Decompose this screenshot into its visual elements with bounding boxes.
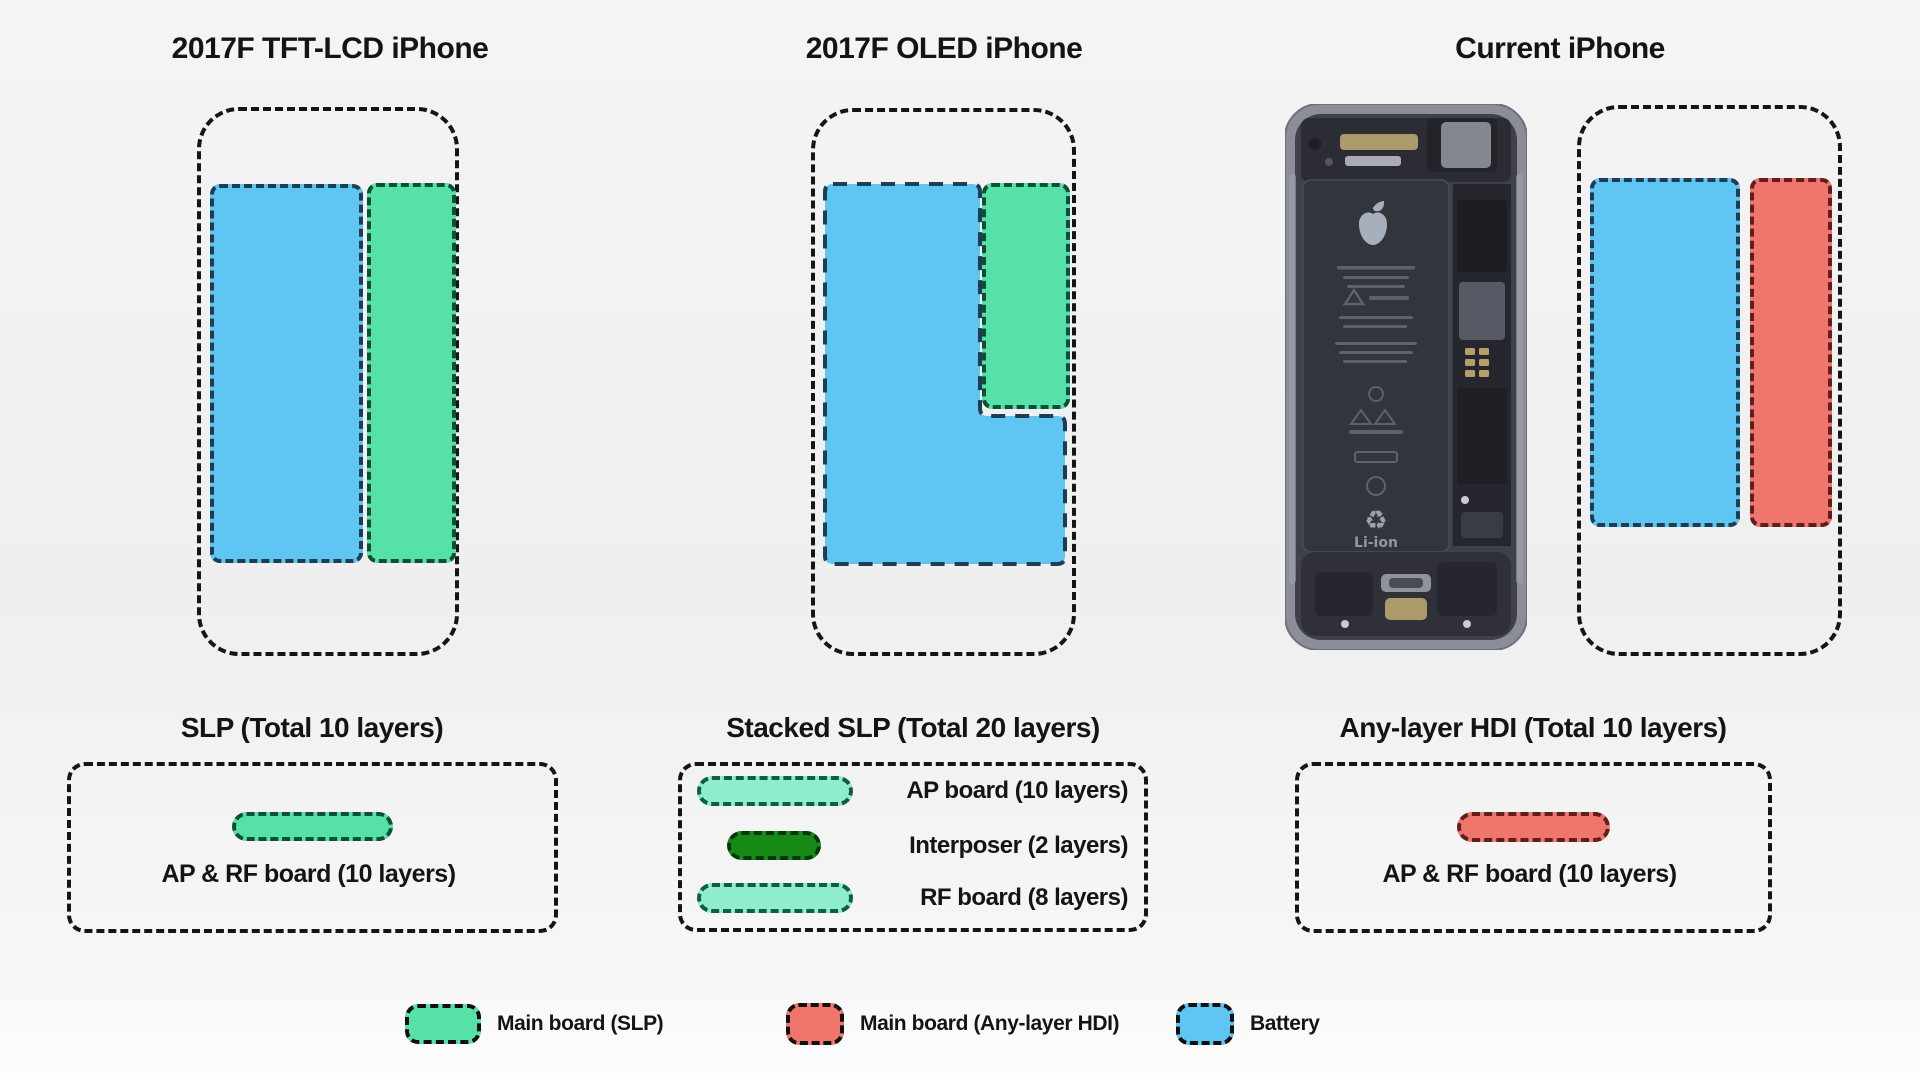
recycle-icon: ♻ [1364, 506, 1387, 536]
hdi-board-label: AP & RF board (10 layers) [1382, 860, 1677, 888]
panel-title-hdi: Any-layer HDI (Total 10 layers) [1339, 712, 1727, 743]
main-board-hdi-current [1750, 178, 1832, 527]
legend-item-main-board-slp: Main board (SLP) [405, 1003, 664, 1045]
slp-board-label: AP & RF board (10 layers) [161, 860, 456, 888]
legend-swatch-slp [405, 1004, 481, 1044]
legend-swatch-battery [1176, 1003, 1234, 1045]
bottom-assembly [1301, 552, 1511, 636]
ap-board-label: AP board (10 layers) [906, 777, 1128, 804]
legend-label-battery: Battery [1250, 1012, 1320, 1035]
phone-outline-oled [811, 108, 1076, 656]
phone-outline-current [1577, 105, 1842, 656]
slp-board-pill [232, 812, 393, 841]
legend-item-main-board-hdi: Main board (Any-layer HDI) [786, 1003, 1120, 1045]
speaker-block [1441, 122, 1491, 168]
panel-box-slp [67, 762, 558, 933]
legend-swatch-hdi [786, 1003, 844, 1045]
interposer-pill [727, 831, 821, 860]
legend-item-battery: Battery [1176, 1003, 1320, 1045]
legend-label-hdi: Main board (Any-layer HDI) [860, 1012, 1120, 1035]
battery-label-lines [1335, 266, 1417, 496]
interposer-label: Interposer (2 layers) [909, 832, 1128, 859]
ap-board-pill [697, 776, 853, 806]
panel-box-hdi [1295, 762, 1772, 933]
battery-area-tft-lcd [210, 184, 363, 563]
main-board-slp-tft-lcd [367, 183, 456, 563]
legend-label-slp: Main board (SLP) [497, 1012, 664, 1035]
column-title-current: Current iPhone [1455, 32, 1665, 65]
panel-title-stacked-slp: Stacked SLP (Total 20 layers) [726, 712, 1100, 743]
battery-area-oled-l-shape [823, 182, 1067, 566]
column-title-oled: 2017F OLED iPhone [805, 32, 1083, 65]
panel-title-slp: SLP (Total 10 layers) [180, 712, 444, 743]
battery-area-current [1590, 178, 1740, 527]
rf-board-pill [697, 883, 853, 913]
iphone-internals-photo: ♻ Li-ion [1285, 104, 1527, 650]
panel-box-stacked-slp [678, 762, 1148, 932]
apple-logo [1359, 201, 1387, 245]
main-board-slp-oled [982, 183, 1070, 409]
phone-outline-tft-lcd [197, 107, 459, 656]
logic-board [1453, 184, 1511, 546]
hdi-board-pill [1457, 812, 1610, 842]
rf-board-label: RF board (8 layers) [920, 884, 1128, 911]
column-title-tft-lcd: 2017F TFT-LCD iPhone [171, 32, 489, 65]
battery-chemistry-label: Li-ion [1354, 535, 1398, 551]
